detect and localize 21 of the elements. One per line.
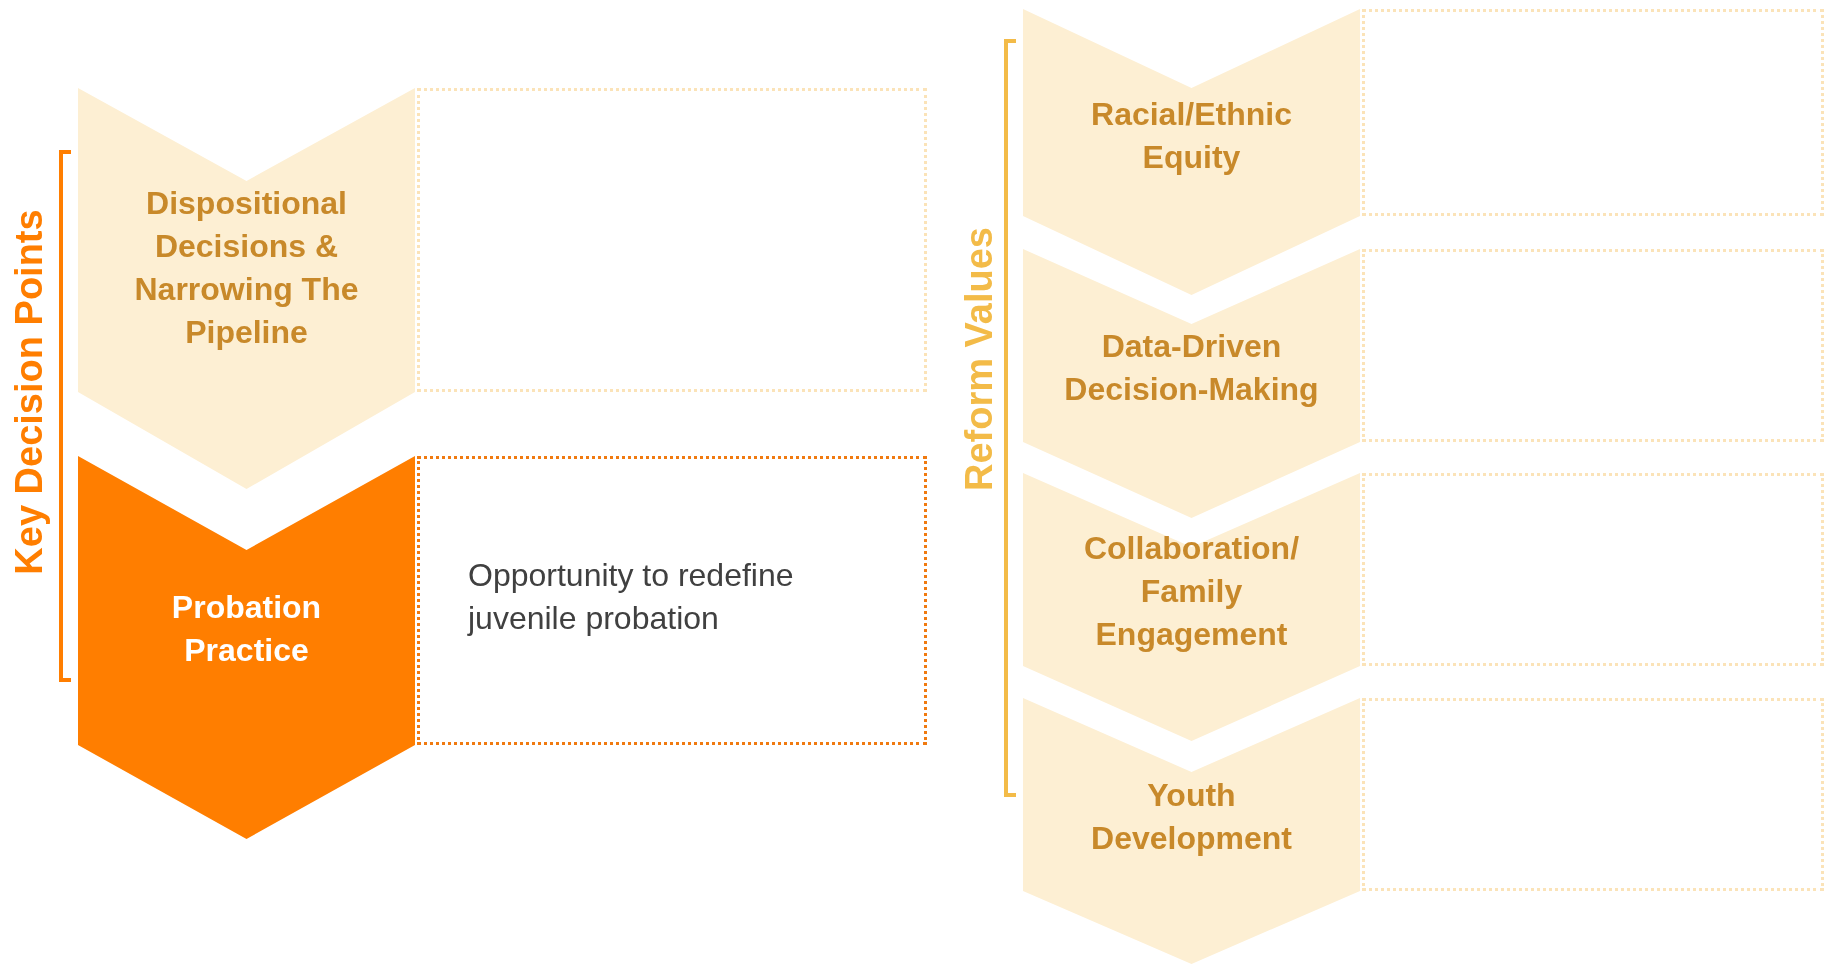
empty-panel	[1362, 9, 1824, 216]
chevron-step	[78, 88, 415, 489]
step-title: Probation Practice	[170, 587, 323, 670]
empty-panel	[1362, 473, 1824, 666]
step-title: Collaboration/ Family Engagement	[1082, 529, 1301, 655]
section-label: Reform Values	[957, 227, 1001, 491]
section-label: Key Decision Points	[7, 209, 51, 575]
empty-panel	[1362, 249, 1824, 442]
description-text: Opportunity to redefine juvenile probation	[468, 556, 795, 638]
step-title: Dispositional Decisions & Narrowing The Pipeline	[133, 183, 360, 352]
chevron-step	[1023, 473, 1360, 741]
step-title: Youth Development	[1090, 775, 1293, 858]
empty-panel	[1362, 698, 1824, 891]
step-title: Data-Driven Decision-Making	[1063, 327, 1320, 409]
chevron-step	[1023, 249, 1360, 518]
text-panel	[417, 456, 927, 745]
chevron-step	[1023, 698, 1360, 964]
chevron-step	[1023, 9, 1360, 295]
empty-panel	[417, 88, 927, 392]
chevron-step	[78, 456, 415, 839]
step-title: Racial/Ethnic Equity	[1090, 95, 1293, 178]
